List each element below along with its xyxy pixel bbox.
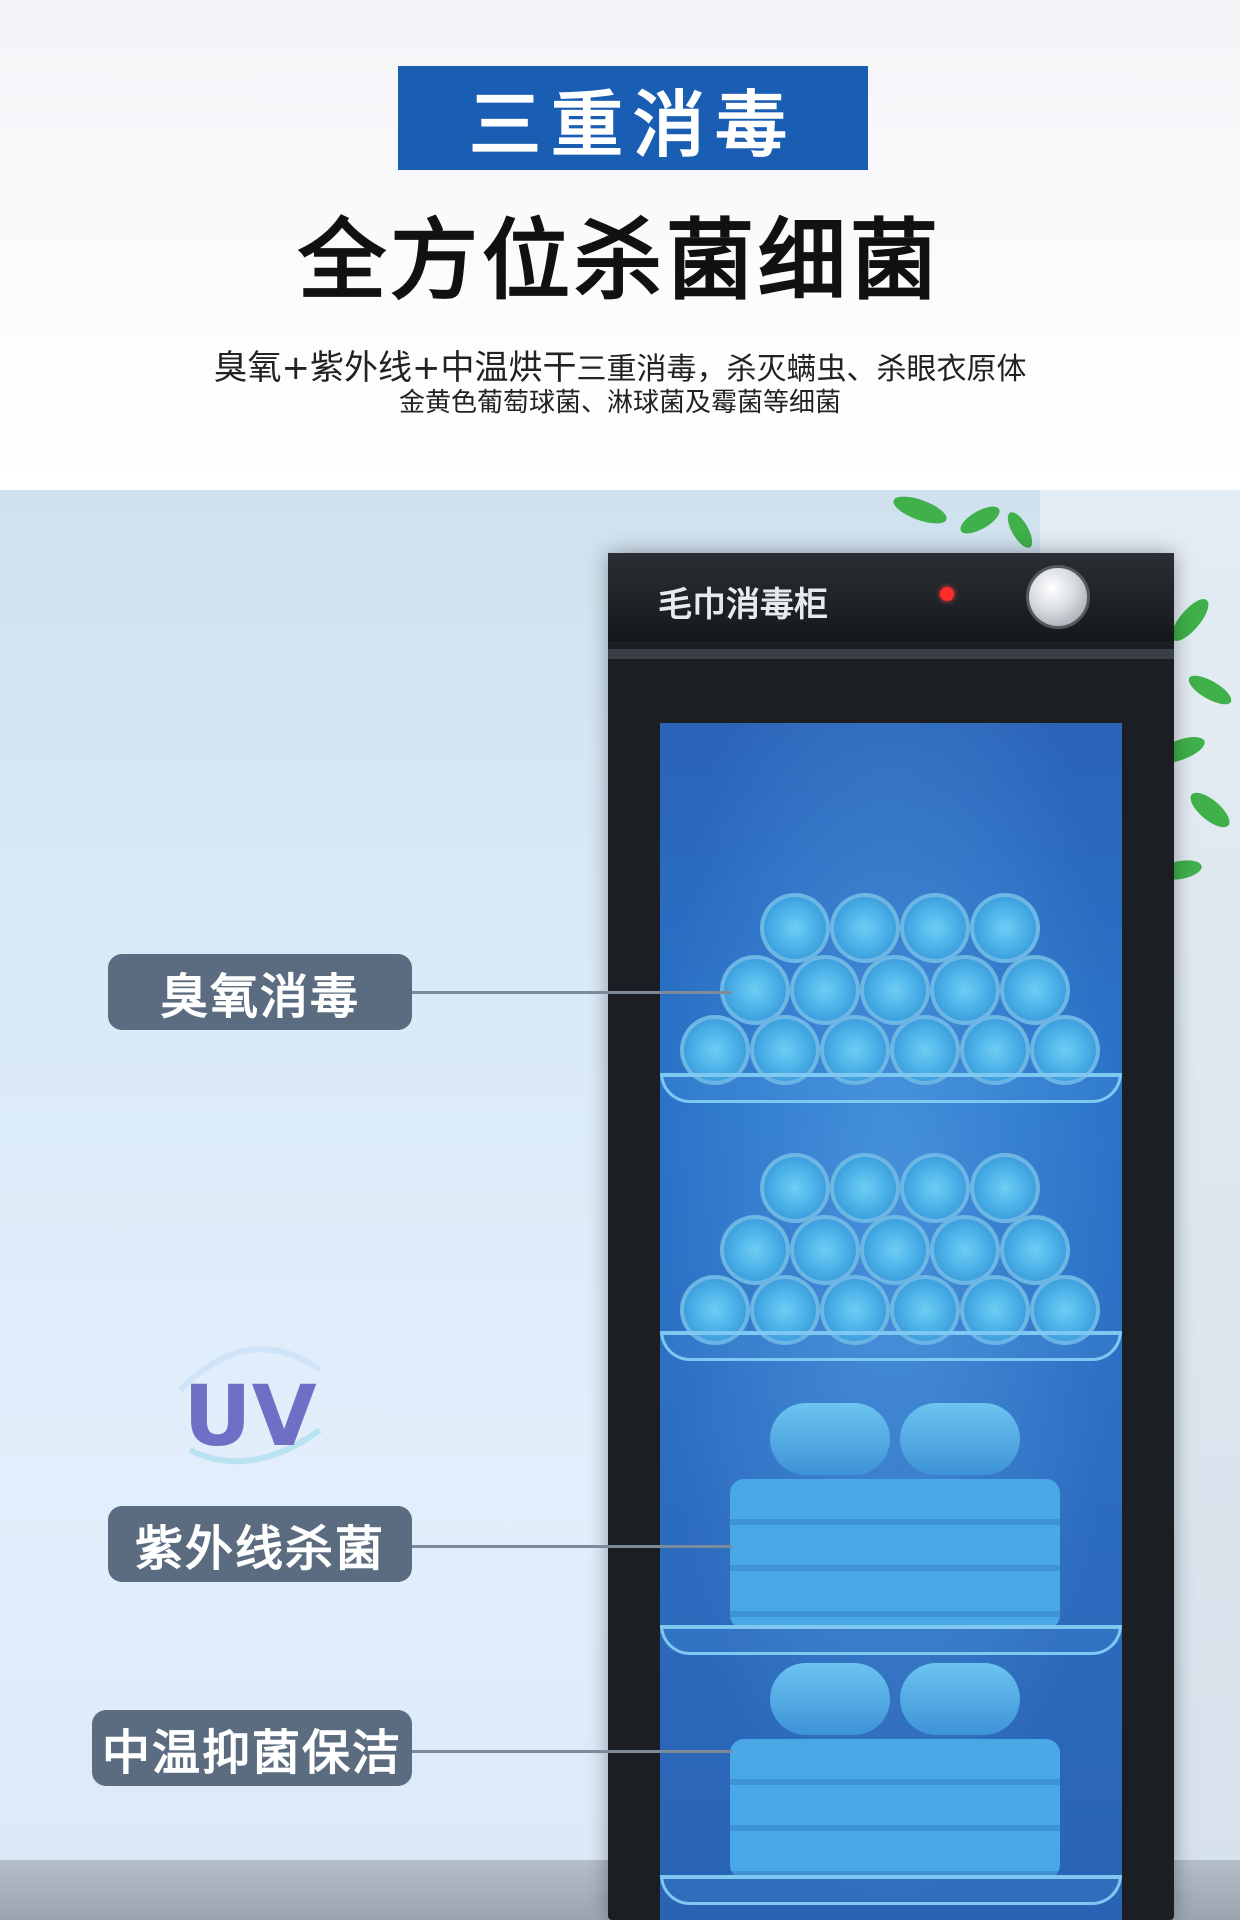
folded-towel-stack	[730, 1739, 1060, 1879]
towel-roll	[790, 955, 860, 1025]
shelf-rack	[660, 1331, 1122, 1361]
towel-roll	[760, 1153, 830, 1223]
towel-roll	[860, 955, 930, 1025]
cabinet-glass-door	[660, 723, 1122, 1920]
feature-uv: 紫外线杀菌	[108, 1506, 412, 1582]
feature-drying-label: 中温抑菌保洁	[101, 1725, 402, 1781]
towel-roll-horizontal	[900, 1403, 1020, 1475]
shelf-rack	[660, 1875, 1122, 1905]
towel-roll	[970, 893, 1040, 963]
shelf-rack	[660, 1073, 1122, 1103]
feature-ozone-label: 臭氧消毒	[159, 969, 360, 1025]
towel-roll	[790, 1215, 860, 1285]
towel-roll	[830, 1153, 900, 1223]
towel-roll	[720, 1215, 790, 1285]
feature-uv-connector	[412, 1545, 732, 1548]
feature-drying: 中温抑菌保洁	[92, 1710, 412, 1786]
towel-roll	[1000, 955, 1070, 1025]
towel-sterilizer-cabinet: 毛巾消毒柜	[608, 553, 1174, 1920]
towel-roll	[720, 955, 790, 1025]
towel-roll-horizontal	[770, 1403, 890, 1475]
feature-ozone: 臭氧消毒	[108, 954, 412, 1030]
towel-roll	[860, 1215, 930, 1285]
cabinet-control-panel: 毛巾消毒柜	[608, 553, 1174, 641]
towel-roll	[930, 955, 1000, 1025]
badge-title: 三重消毒	[398, 66, 868, 170]
feature-ozone-connector	[412, 991, 732, 994]
towel-roll-horizontal	[900, 1663, 1020, 1735]
uv-text: UV	[183, 1367, 316, 1465]
towel-roll	[900, 1153, 970, 1223]
feature-uv-label: 紫外线杀菌	[134, 1521, 385, 1577]
feature-drying-connector	[412, 1750, 732, 1753]
description-rest: 三重消毒，杀灭螨虫、杀眼衣原体	[576, 352, 1027, 387]
towel-roll	[930, 1215, 1000, 1285]
uv-logo-icon: UV	[177, 1346, 322, 1465]
shelf-rack	[660, 1625, 1122, 1655]
timer-knob	[1026, 565, 1090, 629]
towel-roll	[830, 893, 900, 963]
cabinet-title: 毛巾消毒柜	[658, 585, 828, 625]
towel-roll	[970, 1153, 1040, 1223]
towel-roll-horizontal	[770, 1663, 890, 1735]
towel-roll	[900, 893, 970, 963]
description-emphasis: 臭氧+紫外线+中温烘干	[213, 348, 577, 388]
folded-towel-stack	[730, 1479, 1060, 1629]
description-line-1: 臭氧+紫外线+中温烘干三重消毒，杀灭螨虫、杀眼衣原体	[0, 340, 1240, 389]
power-indicator-icon	[940, 587, 954, 601]
cabinet-rail	[608, 649, 1174, 659]
towel-roll	[1000, 1215, 1070, 1285]
description-line-2: 金黄色葡萄球菌、淋球菌及霉菌等细菌	[398, 388, 841, 418]
towel-roll	[760, 893, 830, 963]
headline: 全方位杀菌细菌	[297, 209, 942, 312]
